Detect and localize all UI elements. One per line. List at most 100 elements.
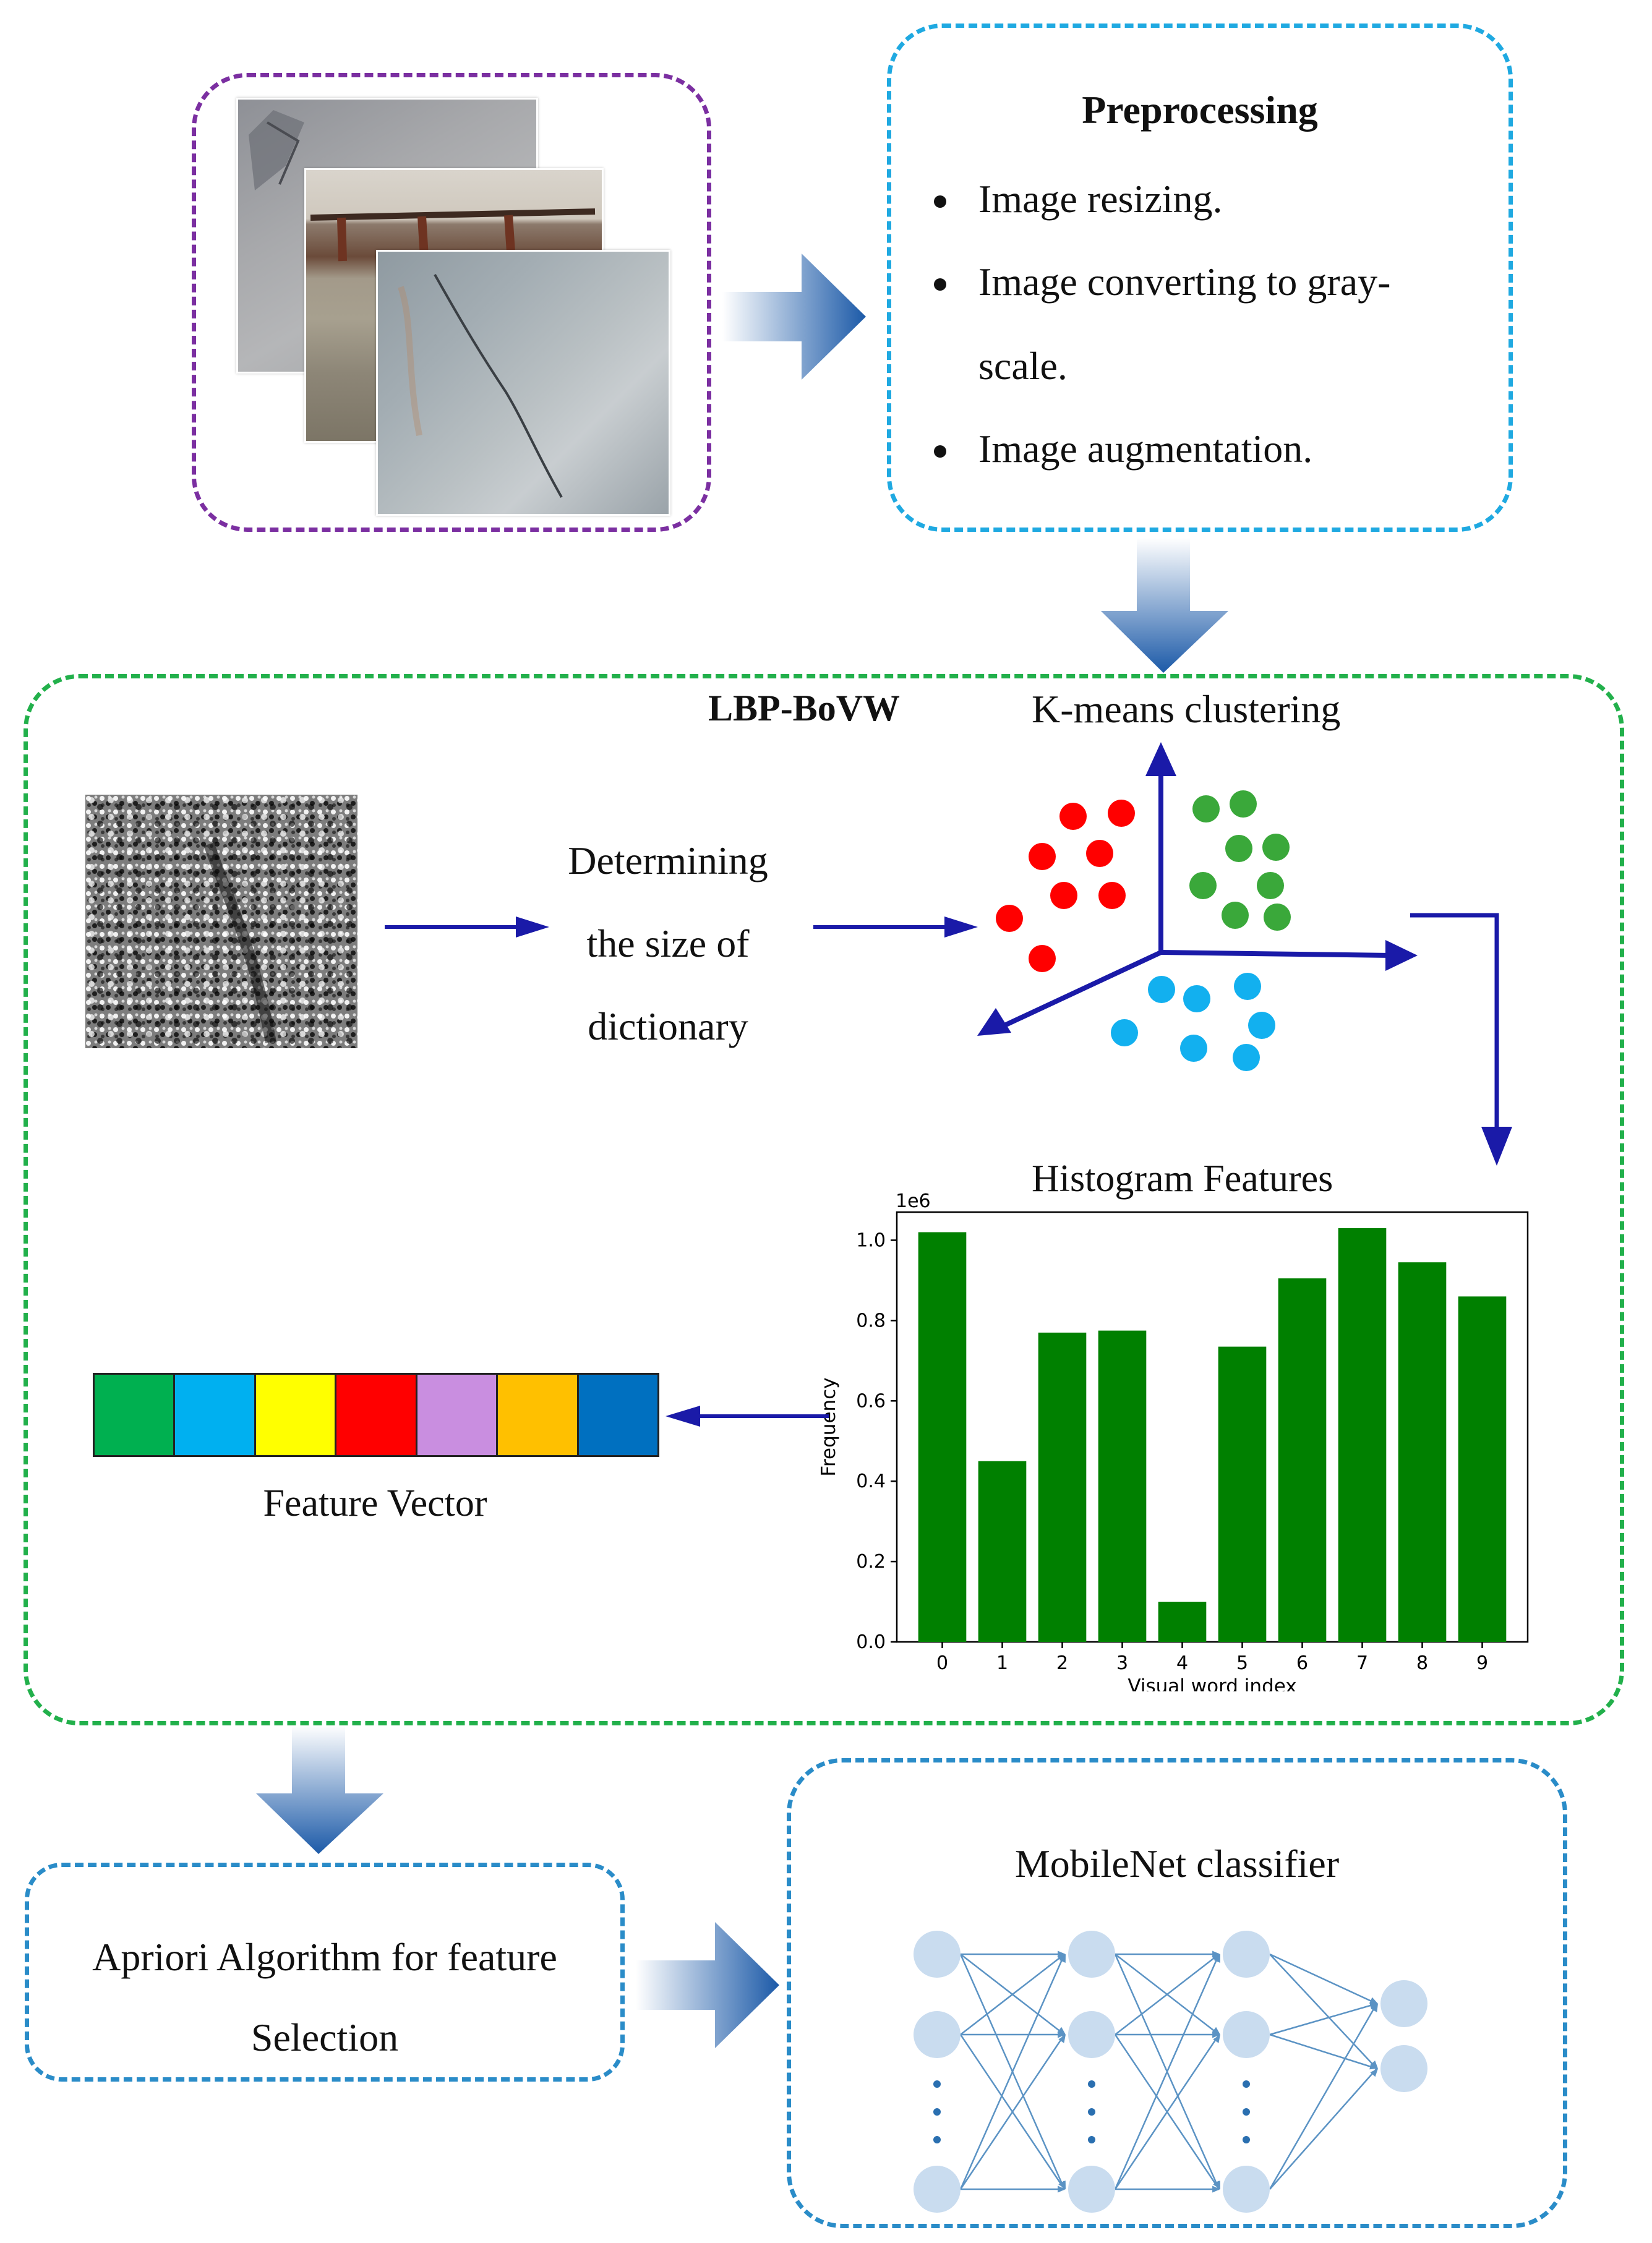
apriori-text: Apriori Algorithm for feature Selection [25,1916,625,2079]
nn-ellipsis-dot [1243,2108,1250,2116]
nn-ellipsis-dot [933,2136,941,2143]
nn-edge [1269,2068,1377,2190]
y-tick-label: 0.8 [856,1310,886,1331]
preprocessing-title: Preprocessing [1082,88,1318,132]
nn-edge [1269,2003,1378,2190]
nn-edge [959,2034,1066,2190]
plot-frame [896,1211,1529,1643]
nn-edge-arrowhead [1058,2031,1066,2038]
green-cluster [1189,790,1291,931]
x-tick-label: 8 [1416,1652,1428,1674]
arrow-to-feature-vector [666,1406,829,1427]
bullet-text: Image resizing. [978,177,1223,221]
x-tick-label: 6 [1296,1652,1308,1674]
y-tick-label: 0.2 [856,1551,886,1573]
nn-edge [960,1954,1065,2035]
dictionary-line: dictionary [588,1004,748,1048]
histogram-bar [1338,1228,1387,1642]
nn-node [1380,1980,1427,2027]
arrow-to-histogram [1410,913,1512,1166]
x-tick-label: 7 [1356,1652,1368,1674]
bullet-item: Image resizing. [934,179,1223,219]
nn-edge [1269,2002,1377,2036]
crack-photo-1-detail [249,110,304,190]
nn-edge-arrowhead [1212,2031,1220,2038]
crack-photo-3 [376,250,670,516]
nn-edge-arrowhead [1059,1954,1066,1963]
feature-vector-cell [335,1373,417,1457]
nn-node [1068,2166,1115,2213]
nn-edges [959,1950,1378,2193]
bullet-dot [934,278,946,291]
x-tick-label: 0 [936,1652,948,1674]
lbp-texture-image [85,795,357,1048]
apriori-line: Apriori Algorithm for feature [92,1935,557,1979]
lbp-bovw-title: LBP-BoVW [708,688,901,728]
feature-vector [93,1373,659,1457]
nn-ellipsis-dot [933,2108,941,2116]
dictionary-line: Determining [568,839,768,882]
dictionary-size-text: Determining the size of dictionary [526,819,810,1068]
nn-node [914,2011,961,2058]
y-tick-label: 0.6 [856,1390,886,1412]
nn-edge [1114,2034,1220,2190]
histogram-bar [978,1461,1027,1642]
nn-edge-arrowhead [1212,2185,1220,2193]
nn-edge-arrowhead [1058,2185,1066,2193]
nn-node [1068,1931,1115,1978]
feature-vector-cell [93,1373,176,1457]
y-tick-label: 1.0 [856,1229,886,1251]
bullet-text: Image augmentation. [978,427,1313,471]
x-tick-label: 9 [1476,1652,1488,1674]
input-images-panel [192,73,711,532]
arrow-to-lbp [1101,538,1228,673]
nn-ellipsis-dot [933,2080,941,2088]
histogram-bar [1038,1332,1087,1642]
histogram-title: Histogram Features [1032,1158,1333,1200]
axis-scale-label: 1e6 [896,1190,931,1212]
bullet-text: Image converting to gray- [978,260,1391,304]
x-tick-label: 4 [1176,1652,1188,1674]
kmeans-label: K-means clustering [1032,687,1341,731]
kmeans-axes [977,742,1418,1036]
arrow-to-mobilenet [636,1922,779,2048]
arrow-to-apriori [256,1725,383,1854]
lbp-bovw-panel [24,674,1624,1725]
x-axis-label: Visual word index [1128,1675,1296,1691]
dictionary-line: the size of [586,921,750,965]
feature-vector-cell [415,1373,499,1457]
arrow-to-preprocessing [722,254,866,380]
x-tick-label: 2 [1056,1652,1068,1674]
nn-edge-arrowhead [1058,2181,1066,2189]
feature-vector-label: Feature Vector [263,1482,487,1524]
nn-ellipsis-dot [1243,2136,1250,2143]
x-tick-label: 5 [1236,1652,1248,1674]
nn-edge [1269,2033,1377,2070]
y-tick-label: 0.0 [856,1631,886,1653]
feature-vector-cell [576,1373,659,1457]
y-tick-label: 0.4 [856,1471,886,1492]
x-tick-label: 1 [996,1652,1008,1674]
nn-edge [1269,1953,1377,2005]
nn-edge-arrowhead [1369,1997,1378,2004]
nn-ellipsis-dot [1088,2080,1095,2088]
nn-edge-arrowhead [1370,2069,1378,2077]
bullet-item: Image augmentation. [934,429,1312,469]
x-tick-label: 3 [1116,1652,1128,1674]
apriori-line: Selection [250,2015,399,2059]
histogram-bar [1458,1296,1507,1642]
kmeans-scatter-plot [977,742,1418,1071]
bullet-item: Image converting to gray- [934,262,1390,302]
crack-photo-3-crack [398,274,563,498]
nn-edge [1114,1954,1220,2190]
nn-ellipsis-dot [1243,2080,1250,2088]
nn-ellipsis-dot [1088,2108,1095,2116]
red-cluster [996,800,1135,972]
nn-edge-arrowhead [1370,2060,1378,2069]
nn-edge [959,1954,1066,2190]
nn-edge-arrowhead [1213,1954,1220,1963]
arrow-to-dictionary [385,916,549,938]
nn-node [914,1931,961,1978]
nn-edge [1269,1954,1377,2069]
